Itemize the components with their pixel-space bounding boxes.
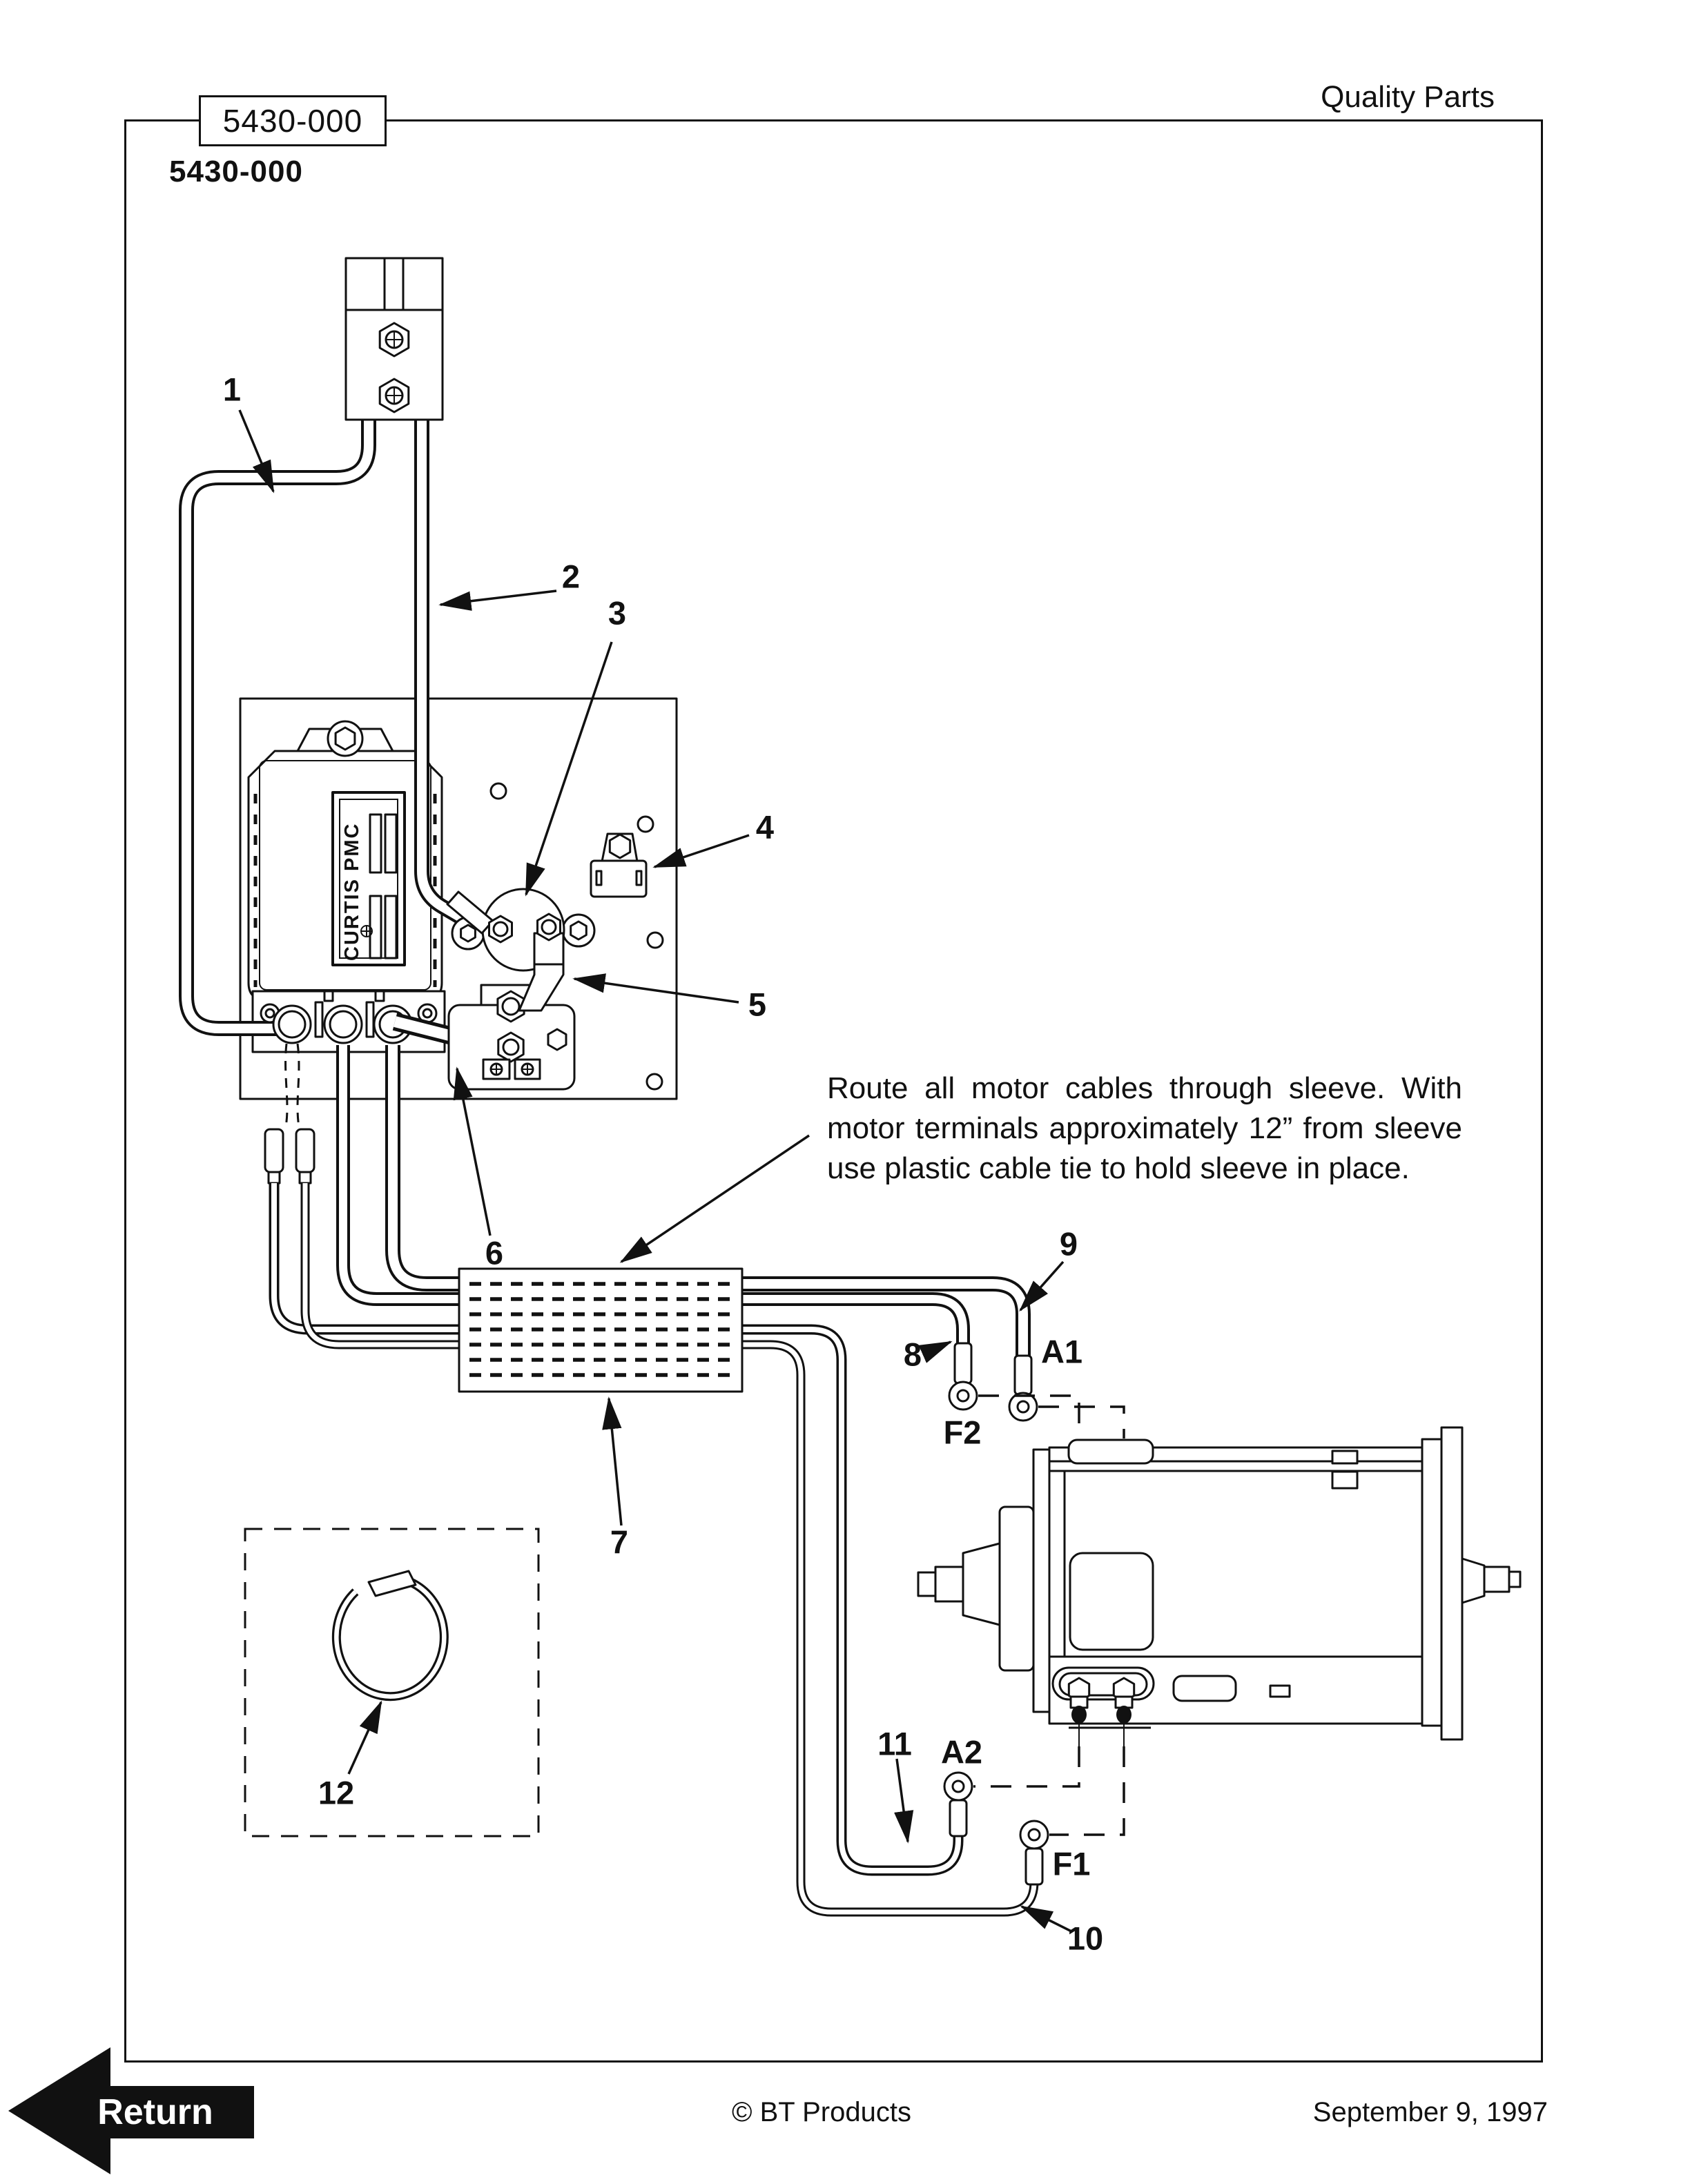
callout-7: 7: [610, 1523, 629, 1561]
callout-2: 2: [561, 558, 581, 595]
brand-header: Quality Parts: [1321, 80, 1495, 114]
terminal-connection-dashes: [973, 1394, 1125, 1836]
callout-6: 6: [485, 1234, 504, 1271]
terminal-block: [447, 984, 576, 1091]
callout-8: 8: [903, 1336, 922, 1373]
battery-cable-2: [414, 414, 478, 932]
motor-top-terminal-cover: [1067, 1439, 1154, 1465]
callout-11: 11: [877, 1725, 912, 1762]
callout-leaders: [238, 409, 1072, 1933]
routing-note-line3: use plastic cable tie to hold sleeve in …: [827, 1151, 1410, 1185]
routing-note-line1: Route all motor cables through sleeve. W…: [827, 1071, 1462, 1105]
callout-9: 9: [1059, 1225, 1078, 1262]
bracket-4: [590, 832, 648, 898]
lug-a2: [943, 1771, 973, 1837]
callout-4: 4: [755, 808, 775, 846]
contactor: [446, 888, 596, 1012]
terminal-label-a2: A2: [940, 1733, 983, 1771]
callout-3: 3: [608, 594, 627, 632]
callout-12: 12: [318, 1774, 355, 1811]
page-title: 5430-000: [169, 155, 303, 188]
cable-sleeve: [458, 1267, 744, 1393]
part-number-box: 5430-000: [199, 95, 387, 146]
lug-f1: [1019, 1820, 1049, 1886]
battery-connector: [344, 257, 444, 421]
motor-cables-left: [269, 1045, 483, 1349]
routing-note: Route all motor cables through sleeve. W…: [827, 1069, 1462, 1189]
battery-cable-1: [179, 414, 376, 1036]
controller-brand-label: [331, 791, 406, 966]
callout-5: 5: [748, 986, 767, 1023]
controller-brand-text: CURTIS PMC: [341, 822, 363, 961]
motor-bottom-terminals: [1051, 1666, 1155, 1729]
motor-cables-right: [725, 1276, 1039, 1917]
return-arrow-shape[interactable]: [8, 2047, 254, 2174]
callout-10: 10: [1067, 1920, 1104, 1957]
lug-a1: [1008, 1354, 1038, 1422]
terminal-label-f1: F1: [1052, 1845, 1091, 1882]
callout-1: 1: [222, 371, 242, 408]
copyright-text: © BT Products: [732, 2097, 911, 2127]
controller-mount-screw: [327, 720, 364, 757]
terminal-label-a1: A1: [1040, 1333, 1083, 1370]
date-text: September 9, 1997: [1312, 2097, 1548, 2127]
lug-f2: [948, 1342, 978, 1411]
motor: [917, 1426, 1522, 1741]
bus-bar-5: [518, 932, 565, 1012]
terminal-label-f2: F2: [943, 1414, 982, 1451]
diagram-border: [124, 119, 1543, 2063]
routing-note-line2: motor terminals approximately 12” from s…: [827, 1111, 1462, 1145]
cable-tie-detail: [244, 1528, 540, 1837]
cable-tie-head: [367, 1570, 417, 1597]
return-button[interactable]: Return: [97, 2092, 213, 2132]
control-wire-connectors: [264, 1043, 315, 1184]
